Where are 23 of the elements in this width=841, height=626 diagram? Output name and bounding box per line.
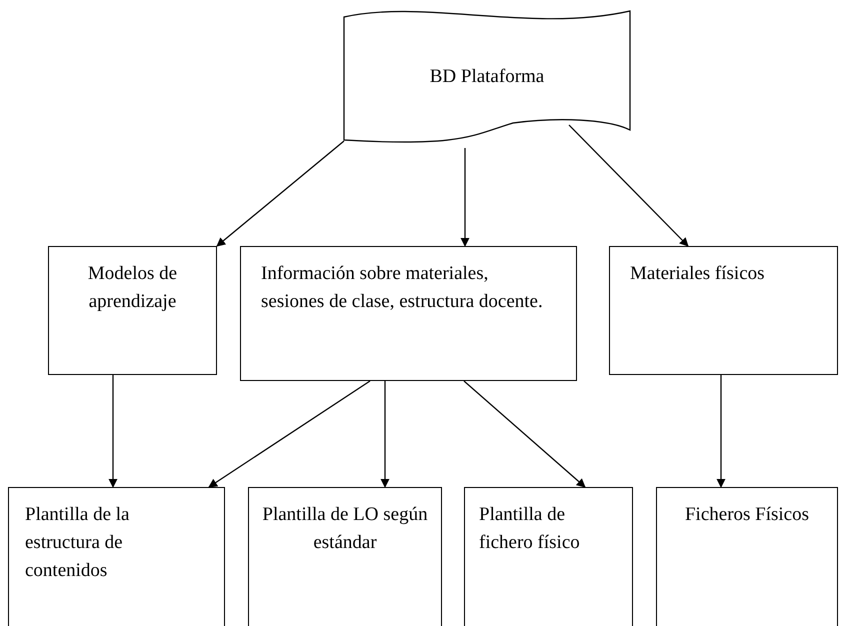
arrow	[108, 375, 118, 488]
arrow	[464, 380, 586, 488]
process-box	[609, 246, 838, 375]
process-box	[48, 246, 217, 375]
process-box	[240, 246, 577, 381]
process-box	[248, 487, 442, 626]
process-box	[8, 487, 225, 626]
node-text: Ficheros Físicos	[684, 503, 810, 527]
arrow	[460, 148, 470, 247]
process-box	[656, 487, 838, 626]
node-text: Plantilla de fichero físico	[479, 503, 581, 555]
node-text: Modelos de aprendizaje	[86, 262, 178, 314]
arrow	[380, 381, 390, 488]
node-text: Materiales físicos	[630, 262, 766, 286]
node-text: Información sobre materiales, sesiones de clase, estructura docente.	[261, 262, 544, 314]
arrow	[208, 380, 370, 488]
node-text: Plantilla de la estructura de contenidos	[25, 503, 130, 583]
node-text: Plantilla de LO según estándar	[261, 503, 429, 555]
arrow	[568, 124, 689, 247]
arrow	[716, 375, 726, 488]
process-box	[464, 487, 633, 626]
arrow	[216, 140, 344, 247]
node-text: BD Plataforma	[428, 65, 546, 89]
